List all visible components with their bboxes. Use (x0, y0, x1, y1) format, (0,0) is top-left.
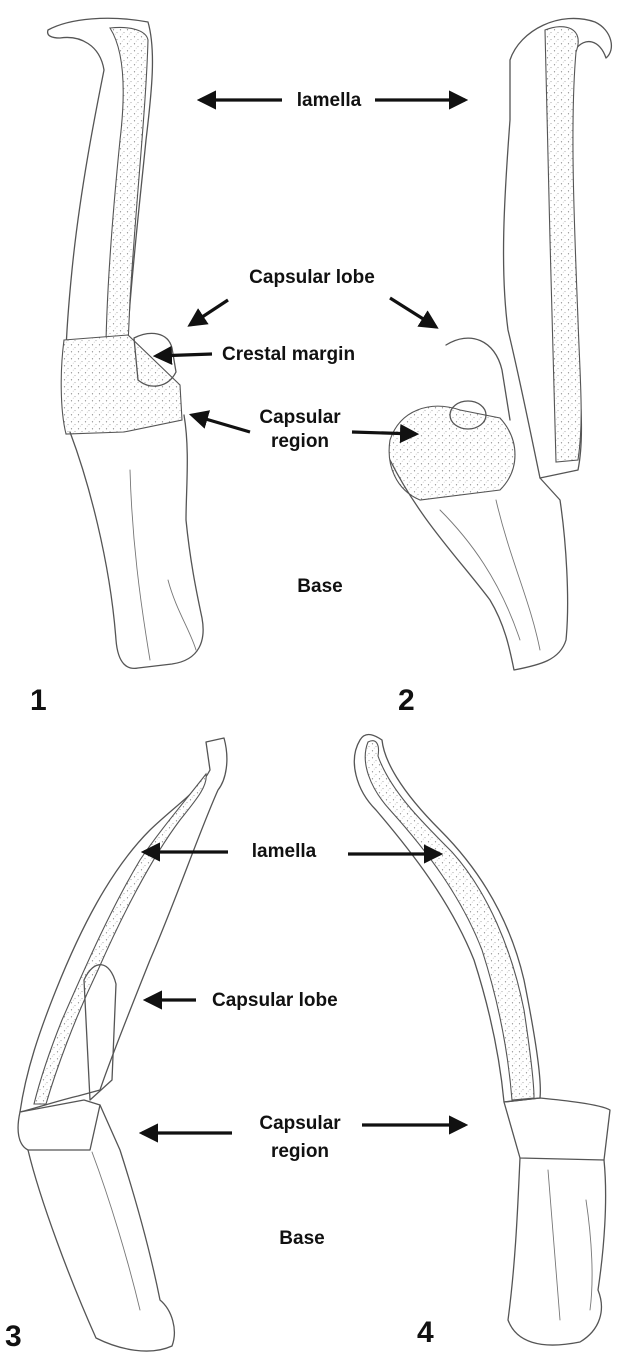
arrow-capsular-lobe-right (390, 298, 436, 327)
arrow-crestal-margin (156, 354, 212, 356)
specimen-3-lamella-stipple (34, 774, 206, 1104)
label-capsular-region-bottom-line1: Capsular (240, 1112, 360, 1135)
label-capsular-lobe-top: Capsular lobe (222, 266, 402, 289)
annotation-arrows (142, 100, 465, 1133)
specimen-4-lamella-stipple (365, 741, 534, 1100)
arrow-capsular-region-right-top (352, 432, 416, 434)
specimen-2-crest-outline (446, 338, 510, 420)
label-lamella-top: lamella (283, 89, 375, 112)
arrow-capsular-lobe-left (190, 300, 228, 325)
specimen-2-base-inner-line (440, 500, 540, 650)
figure-number-1: 1 (30, 686, 47, 716)
specimen-2-drawing (389, 18, 611, 670)
specimen-2-capsular-region (389, 406, 515, 500)
label-capsular-region-top-line1: Capsular (248, 406, 352, 429)
specimen-1-base-outline (70, 415, 203, 668)
specimen-4-capsular-region (504, 1098, 610, 1160)
specimen-2-lamella-stipple (545, 27, 581, 462)
label-capsular-lobe-bottom: Capsular lobe (212, 989, 382, 1012)
figure-number-4: 4 (417, 1318, 434, 1348)
label-lamella-bottom: lamella (238, 840, 330, 863)
label-capsular-region-bottom-line2: region (240, 1140, 360, 1163)
specimen-1-drawing (48, 18, 204, 668)
arrow-capsular-region-left-top (192, 415, 250, 432)
label-base-bottom: Base (262, 1227, 342, 1250)
specimen-3-base-outline (28, 1105, 174, 1351)
specimen-4-drawing (354, 735, 610, 1346)
label-crestal-margin: Crestal margin (222, 343, 394, 366)
specimen-3-drawing (18, 738, 227, 1351)
label-capsular-region-top-line2: region (248, 430, 352, 453)
specimen-3-base-inner-line (92, 1152, 140, 1310)
specimen-4-base-outline (508, 1158, 606, 1345)
label-base-top: Base (280, 575, 360, 598)
specimen-3-capsular-region (18, 1100, 100, 1150)
specimen-4-base-inner-line (548, 1170, 592, 1320)
figure-number-2: 2 (398, 686, 415, 716)
figure-number-3: 3 (5, 1322, 22, 1352)
